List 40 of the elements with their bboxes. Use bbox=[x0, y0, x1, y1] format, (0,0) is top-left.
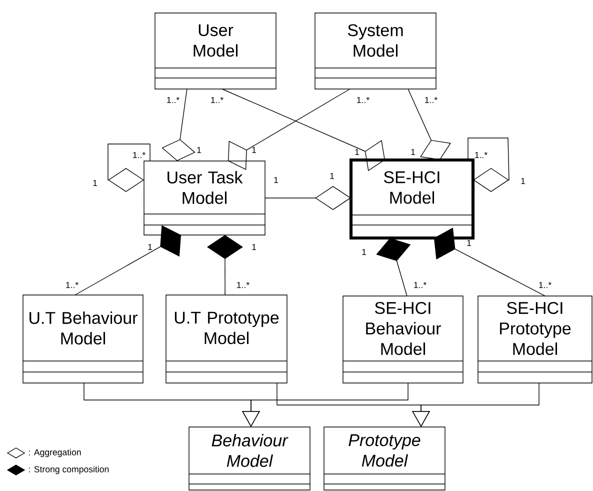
multiplicity-label: 1..* bbox=[133, 152, 146, 158]
composition-line bbox=[434, 228, 546, 296]
multiplicity-label: 1 bbox=[521, 178, 526, 184]
aggregation-line bbox=[408, 88, 452, 160]
aggregation-line bbox=[162, 88, 196, 161]
multiplicity-label: 1 bbox=[467, 240, 472, 246]
class-box: User Task Model bbox=[144, 160, 266, 236]
multiplicity-label: 1 bbox=[362, 248, 366, 256]
class-box: Behaviour Model bbox=[188, 426, 310, 490]
class-box: SE-HCI Prototype Model bbox=[478, 296, 592, 384]
class-box: SE-HCI Behaviour Model bbox=[342, 296, 464, 384]
aggregation-line bbox=[468, 138, 510, 192]
multiplicity-label: 1 bbox=[274, 176, 278, 184]
legend-label: : Strong composition bbox=[29, 466, 109, 474]
class-box: U.T Behaviour Model bbox=[22, 294, 144, 384]
multiplicity-label: 1..* bbox=[211, 96, 224, 104]
multiplicity-label: 1 bbox=[355, 148, 360, 156]
aggregation-line bbox=[264, 186, 351, 210]
multiplicity-label: 1..* bbox=[357, 96, 370, 104]
composition-line bbox=[74, 225, 182, 296]
multiplicity-label: 1..* bbox=[414, 282, 426, 288]
multiplicity-label: 1..* bbox=[167, 96, 180, 104]
multiplicity-label: 1 bbox=[197, 146, 202, 154]
class-box: User Model bbox=[154, 12, 276, 90]
multiplicity-label: 1..* bbox=[425, 96, 438, 104]
multiplicity-label: 1 bbox=[330, 172, 334, 180]
multiplicity-label: 1..* bbox=[539, 282, 552, 288]
multiplicity-label: 1 bbox=[148, 244, 152, 250]
composition-line bbox=[206, 235, 243, 296]
legend-label: : Aggregation bbox=[29, 448, 81, 458]
class-box: System Model bbox=[314, 12, 436, 90]
multiplicity-label: 1 bbox=[252, 244, 256, 250]
class-box: Prototype Model bbox=[324, 426, 446, 490]
multiplicity-label: 1..* bbox=[66, 282, 78, 288]
class-box: U.T Prototype Model bbox=[166, 294, 288, 384]
aggregation-line bbox=[228, 88, 350, 170]
multiplicity-label: 1 bbox=[93, 180, 98, 186]
multiplicity-label: 1 bbox=[252, 146, 256, 154]
multiplicity-label: 1..* bbox=[475, 152, 488, 158]
class-box: SE-HCI Model bbox=[349, 158, 475, 240]
